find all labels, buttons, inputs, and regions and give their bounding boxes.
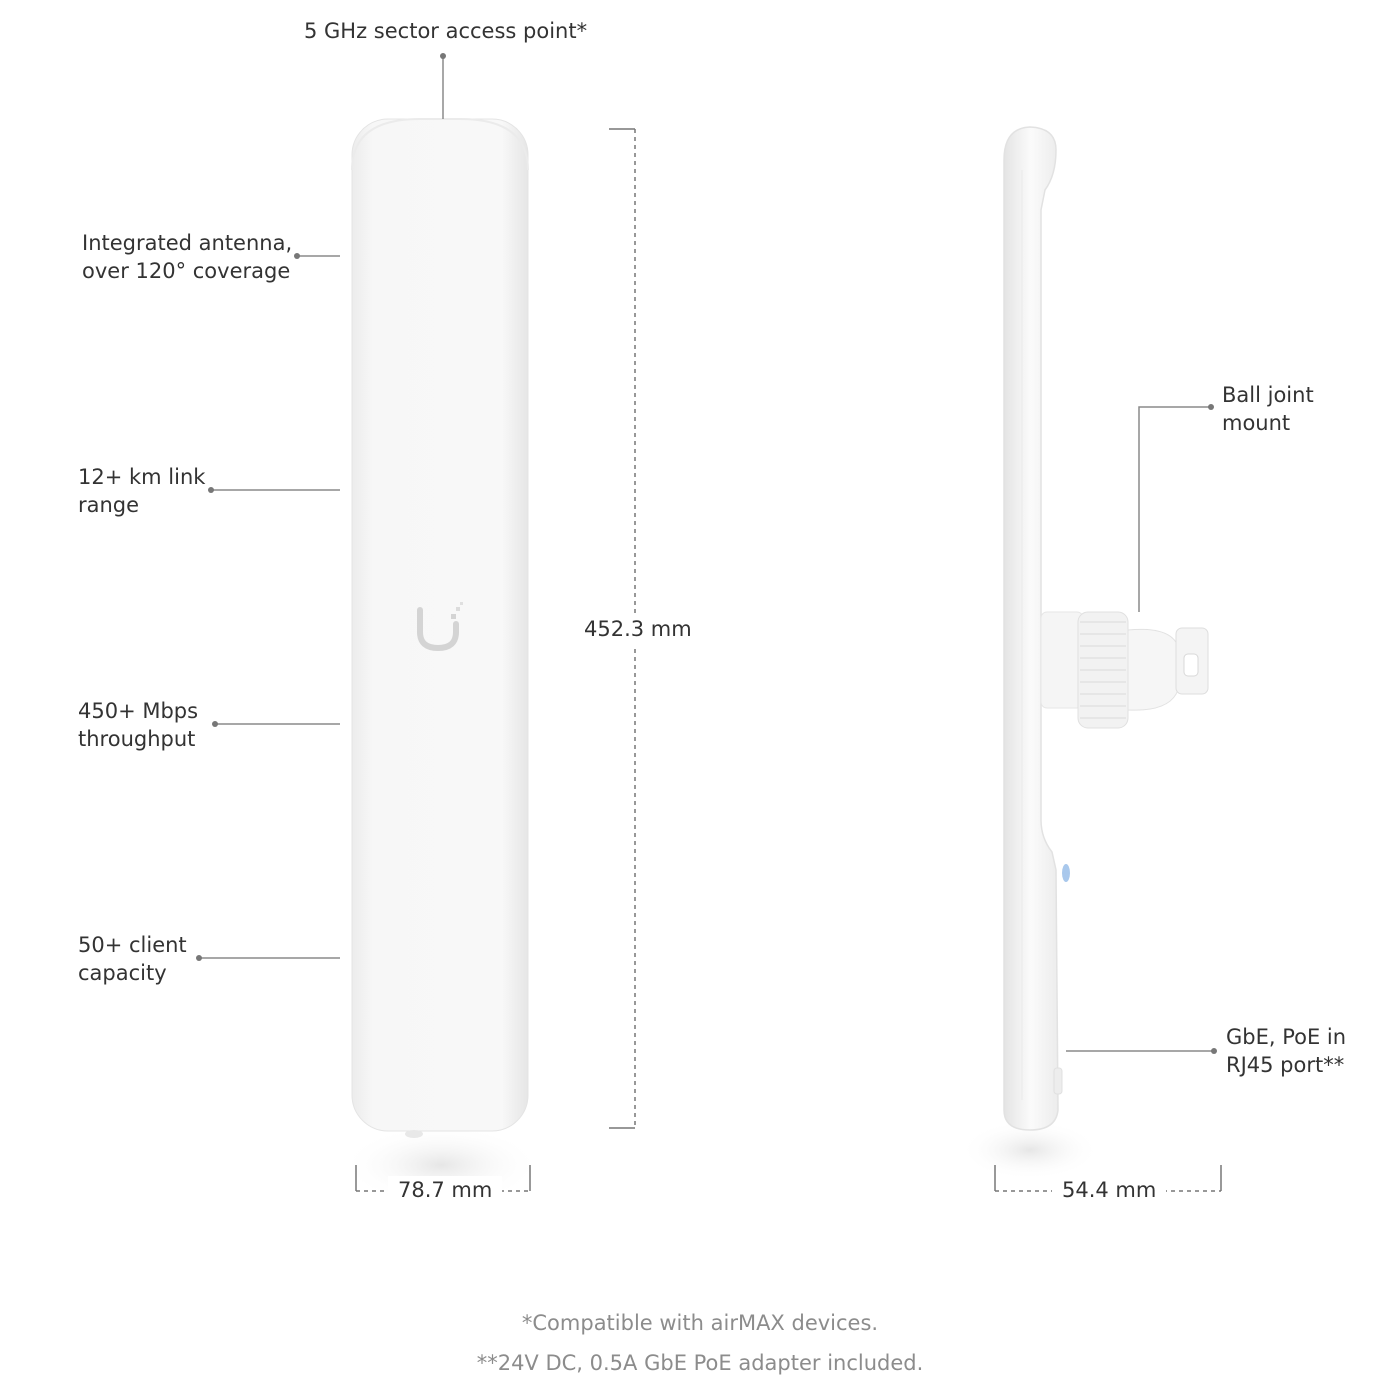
- footnote-compatibility: *Compatible with airMAX devices.: [521, 1311, 879, 1335]
- callout-clients-line-1: 50+ client: [78, 933, 187, 957]
- callout-antenna: Integrated antenna, over 120° coverage: [82, 229, 292, 285]
- callout-range-line-2: range: [78, 493, 140, 517]
- front-bottom-port-hint: [405, 1130, 423, 1138]
- callout-mount-line-1: Ball joint: [1222, 383, 1314, 407]
- callout-range-line-1: 12+ km link: [78, 465, 206, 489]
- callout-antenna-line-2: over 120° coverage: [82, 259, 291, 283]
- front-top-cap-shade: [351, 118, 529, 171]
- ball-joint-mount: [1040, 611, 1209, 729]
- callout-clients: 50+ client capacity: [78, 931, 187, 987]
- front-width-dimension-label: 78.7 mm: [388, 1176, 503, 1204]
- side-depth-dimension-label: 54.4 mm: [1052, 1176, 1167, 1204]
- callout-throughput-line-2: throughput: [78, 727, 196, 751]
- callout-mount-line-2: mount: [1222, 411, 1291, 435]
- height-dimension-label: 452.3 mm: [584, 613, 692, 645]
- callout-mount: Ball joint mount: [1222, 381, 1314, 437]
- callout-port-line-1: GbE, PoE in: [1226, 1025, 1347, 1049]
- side-view-device: [960, 126, 1209, 1180]
- front-view-device: [341, 118, 541, 1205]
- callout-range: 12+ km link range: [78, 463, 205, 519]
- callout-antenna-line-1: Integrated antenna,: [82, 231, 293, 255]
- side-housing: [1003, 126, 1059, 1131]
- callout-throughput: 450+ Mbps throughput: [78, 697, 198, 753]
- callout-clients-line-2: capacity: [78, 961, 167, 985]
- led-indicator-icon: [1062, 864, 1070, 882]
- front-housing: [351, 118, 529, 1132]
- leader-lines: [199, 56, 1214, 1052]
- footnote-adapter: **24V DC, 0.5A GbE PoE adapter included.: [476, 1351, 924, 1375]
- ubiquiti-logo-icon: [417, 602, 463, 652]
- leader-dots: [196, 53, 1217, 1054]
- callout-top: 5 GHz sector access point*: [304, 19, 588, 43]
- side-port-cover: [1053, 1067, 1063, 1095]
- callout-throughput-line-1: 450+ Mbps: [78, 699, 199, 723]
- callout-port: GbE, PoE in RJ45 port**: [1226, 1023, 1346, 1079]
- callout-port-line-2: RJ45 port**: [1226, 1053, 1345, 1077]
